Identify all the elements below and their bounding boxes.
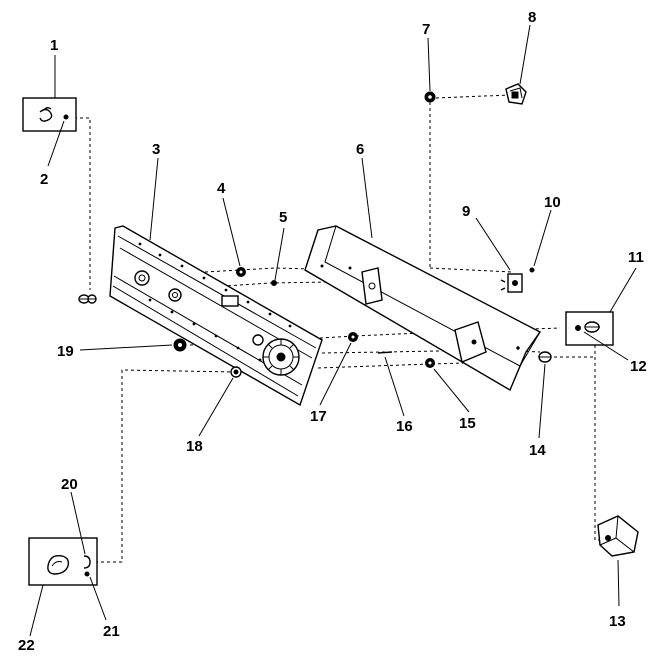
callout-19: 19 <box>57 343 74 360</box>
console-rear-housing <box>304 225 542 392</box>
switch-box-22 <box>28 537 98 586</box>
callout-15: 15 <box>459 415 476 432</box>
timer-knob-13 <box>597 515 639 557</box>
callout-8: 8 <box>528 9 536 26</box>
screw-left <box>78 294 97 304</box>
callout-12: 12 <box>630 358 647 375</box>
knob-19 <box>173 338 187 352</box>
callout-labels: 1 2 3 4 5 6 7 8 9 10 11 12 13 14 15 16 1… <box>18 9 647 654</box>
callout-1: 1 <box>50 37 58 54</box>
callout-21: 21 <box>103 623 120 640</box>
callout-22: 22 <box>18 637 35 654</box>
light-socket-14 <box>538 351 552 363</box>
callout-17: 17 <box>310 408 327 425</box>
clip-15 <box>425 358 435 368</box>
callout-9: 9 <box>462 203 470 220</box>
callout-6: 6 <box>356 141 364 158</box>
switch-box-1 <box>22 97 77 132</box>
switch-box-11 <box>565 311 614 346</box>
callout-10: 10 <box>544 194 561 211</box>
screw-10 <box>529 267 535 273</box>
callout-4: 4 <box>217 180 226 197</box>
rivet-5 <box>271 280 277 286</box>
knob-clip-4 <box>236 267 246 277</box>
callout-7: 7 <box>422 21 430 38</box>
callout-14: 14 <box>529 442 546 459</box>
callout-2: 2 <box>40 171 48 188</box>
callout-5: 5 <box>279 209 287 226</box>
knob-18 <box>230 366 242 378</box>
switch-9 <box>500 273 523 293</box>
nut-7 <box>424 91 436 103</box>
callout-11: 11 <box>628 249 644 266</box>
callout-13: 13 <box>609 613 626 630</box>
console-front-panel <box>109 225 323 407</box>
callout-16: 16 <box>396 418 413 435</box>
pin-16 <box>377 351 393 354</box>
buzzer-8 <box>505 83 527 105</box>
callout-3: 3 <box>152 141 160 158</box>
callout-18: 18 <box>186 438 203 455</box>
callout-20: 20 <box>61 476 78 493</box>
clip-17 <box>348 332 358 342</box>
leader-lines <box>29 24 637 637</box>
